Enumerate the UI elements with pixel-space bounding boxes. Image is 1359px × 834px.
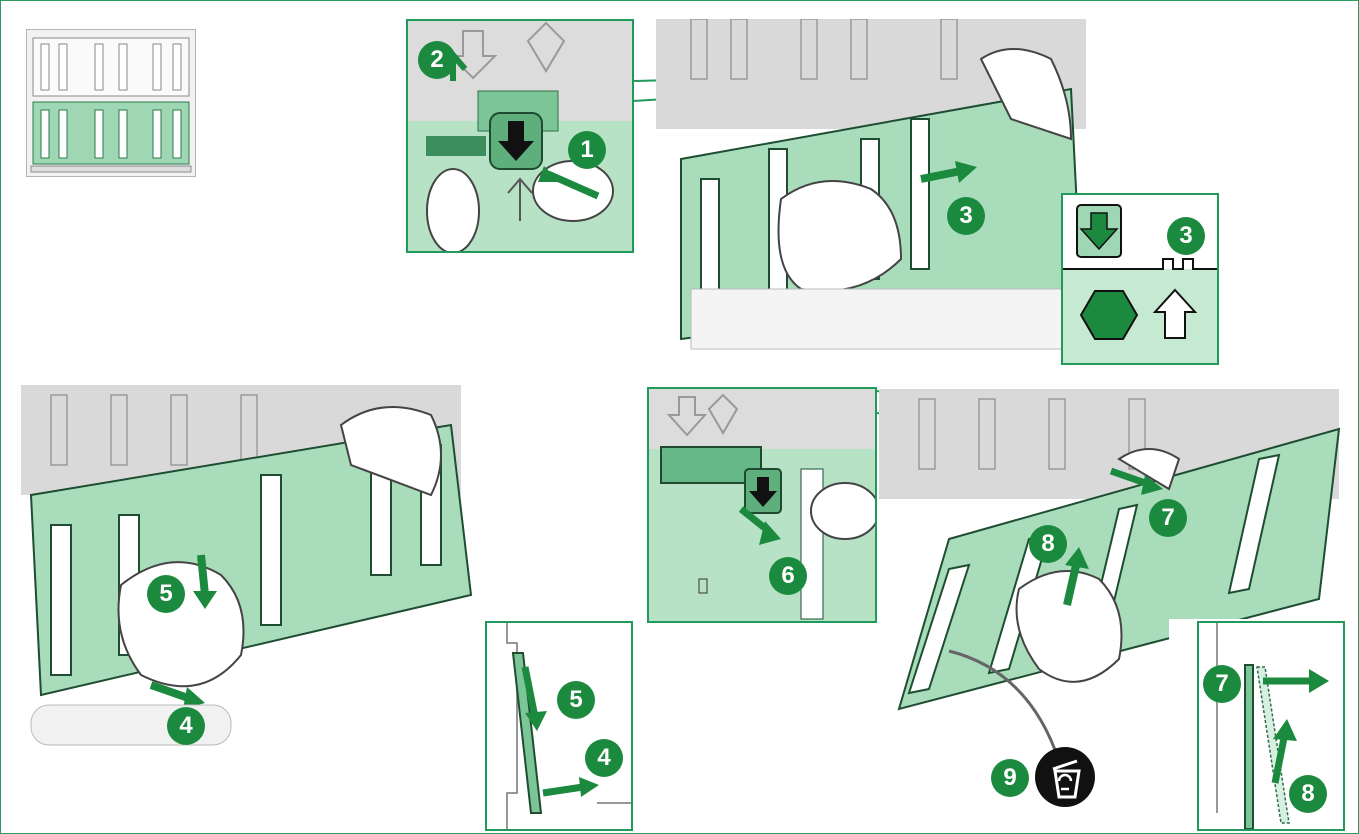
step-badge-9: 9 xyxy=(991,759,1029,797)
zoom-latch-detail: 2 1 xyxy=(406,19,634,253)
step-badge-8-detail: 8 xyxy=(1289,775,1327,813)
step-badge-5-detail: 5 xyxy=(557,681,595,719)
step-badge-5: 5 xyxy=(147,575,185,613)
step-badge-6: 6 xyxy=(769,557,807,595)
step-badge-2: 2 xyxy=(418,41,456,79)
step-badge-7: 7 xyxy=(1149,499,1187,537)
step-badge-8: 8 xyxy=(1029,525,1067,563)
step-badge-3: 3 xyxy=(947,197,985,235)
panel-locator-icon xyxy=(26,29,196,177)
step-4-5-illustration: 5 4 xyxy=(11,385,481,785)
recycle-bin-icon xyxy=(1035,747,1095,807)
step-7-8-detail: 7 8 xyxy=(1197,621,1345,831)
step-6-detail: 6 xyxy=(647,387,877,623)
step-badge-7-detail: 7 xyxy=(1203,665,1241,703)
step-3-detail: 3 xyxy=(1061,193,1219,365)
step-badge-4-detail: 4 xyxy=(585,739,623,777)
step-badge-4: 4 xyxy=(167,707,205,745)
step-badge-1: 1 xyxy=(568,131,606,169)
step-badge-3-detail: 3 xyxy=(1167,217,1205,255)
step-4-5-detail: 5 4 xyxy=(485,621,633,831)
step-3-illustration: 3 xyxy=(651,19,1091,357)
